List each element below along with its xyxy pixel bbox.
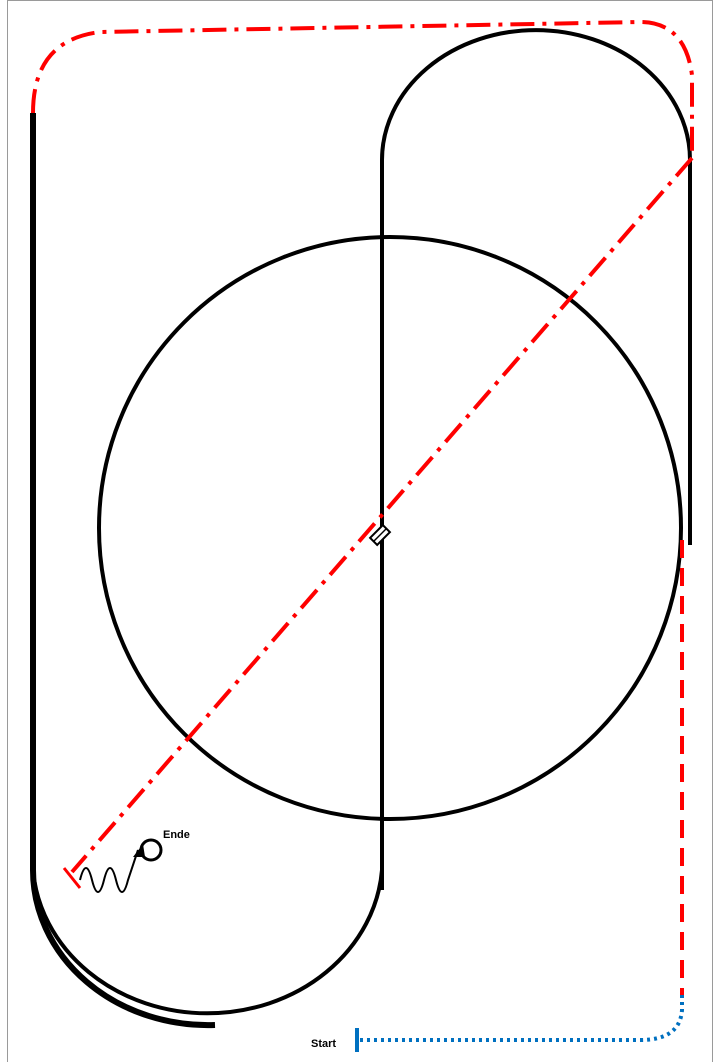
track-right-loop [380, 28, 692, 545]
red-diagonal-path [70, 156, 694, 874]
end-marker-icon [133, 838, 163, 862]
track-big-circle [97, 235, 683, 821]
start-label: Start [311, 1038, 336, 1050]
blue-start-path [358, 995, 684, 1042]
red-top-path [31, 19, 694, 158]
crossing-icon [368, 523, 392, 547]
end-label: Ende [163, 829, 190, 841]
page-frame [7, 0, 713, 1062]
red-end-tick [62, 867, 82, 889]
track-bottom-thick [30, 869, 216, 1029]
zigzag-icon [79, 849, 139, 893]
track-left-loop [31, 113, 384, 1016]
